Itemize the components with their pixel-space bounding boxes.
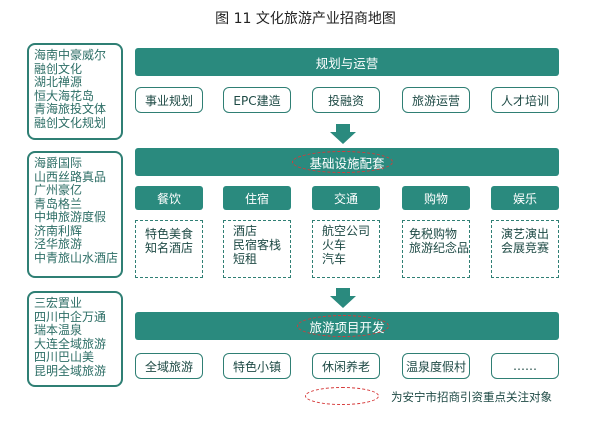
down-arrow-icon xyxy=(330,288,356,308)
highlight-oval xyxy=(292,151,393,173)
detail-item: 演艺演出 xyxy=(501,227,550,241)
item-box: 旅游运营 xyxy=(402,87,470,113)
planning-operation-header: 规划与运营 xyxy=(135,48,559,76)
company-name: 广州豪亿 xyxy=(34,183,83,197)
company-list-project-dev: 三宏置业 四川中企万通 瑞本温泉 大连全域旅游 四川巴山美 昆明全域旅游 xyxy=(27,291,123,387)
company-name: 青岛格兰 xyxy=(34,196,83,211)
company-name: 泾华旅游 xyxy=(34,237,83,251)
detail-item: 旅游纪念品 xyxy=(409,241,470,255)
company-name: 恒大海花岛 xyxy=(34,88,95,103)
detail-item: 会展竞赛 xyxy=(501,241,550,255)
company-name: 湖北禅源 xyxy=(34,75,83,89)
legend-oval xyxy=(305,387,379,405)
company-list-infrastructure: 海爵国际 山西丝路真品 广州豪亿 青岛格兰 中坤旅游度假 济南利辉 泾华旅游 中… xyxy=(27,151,123,278)
company-name: 瑞本温泉 xyxy=(34,323,83,337)
detail-item: 特色美食 xyxy=(145,227,194,241)
category-label: 交通 xyxy=(312,186,380,210)
company-name: 济南利辉 xyxy=(34,223,83,238)
category-details-box: 航空公司 火车 汽车 xyxy=(312,220,380,278)
company-list-planning: 海南中豪威尔 融创文化 湖北禅源 恒大海花岛 青海旅投文体 融创文化规划 xyxy=(27,43,123,140)
company-name: 中坤旅游度假 xyxy=(34,210,107,224)
company-name: 融创文化规划 xyxy=(34,115,107,130)
company-name: 海南中豪威尔 xyxy=(34,48,107,62)
item-box: 休闲养老 xyxy=(312,353,380,379)
category-label: 住宿 xyxy=(223,186,291,210)
category-details-box: 酒店 民宿客栈 短租 xyxy=(223,220,291,278)
company-name: 中青旅山水酒店 xyxy=(34,250,119,265)
detail-item: 民宿客栈 xyxy=(233,238,282,252)
item-box: EPC建造 xyxy=(223,87,291,113)
company-name: 青海旅投文体 xyxy=(34,102,107,116)
detail-item: 汽车 xyxy=(322,252,347,266)
highlight-oval xyxy=(297,315,389,337)
item-box: 特色小镇 xyxy=(223,353,291,379)
item-box: 事业规划 xyxy=(135,87,203,113)
detail-item: 短租 xyxy=(233,252,258,266)
item-box: …… xyxy=(491,353,559,379)
item-box: 全域旅游 xyxy=(135,353,203,379)
category-label: 娱乐 xyxy=(491,186,559,210)
category-details-box: 免税购物 旅游纪念品 xyxy=(402,220,470,278)
detail-item: 火车 xyxy=(322,238,347,252)
item-box: 人才培训 xyxy=(491,87,559,113)
category-details-box: 演艺演出 会展竞赛 xyxy=(491,220,559,278)
category-label: 购物 xyxy=(402,186,470,210)
item-box: 投融资 xyxy=(312,87,380,113)
company-name: 融创文化 xyxy=(34,61,83,76)
company-name: 四川巴山美 xyxy=(34,350,95,364)
company-name: 山西丝路真品 xyxy=(34,169,107,184)
company-name: 昆明全域旅游 xyxy=(34,363,107,378)
detail-item: 酒店 xyxy=(233,224,258,238)
category-label: 餐饮 xyxy=(135,186,203,210)
company-name: 三宏置业 xyxy=(34,296,83,310)
detail-item: 航空公司 xyxy=(322,224,371,238)
down-arrow-icon xyxy=(330,124,356,144)
company-name: 大连全域旅游 xyxy=(34,336,107,351)
category-details-box: 特色美食 知名酒店 xyxy=(135,220,203,278)
detail-item: 免税购物 xyxy=(409,227,458,241)
figure-title: 图 11 文化旅游产业招商地图 xyxy=(215,11,396,27)
legend-text: 为安宁市招商引资重点关注对象 xyxy=(391,390,552,404)
company-name: 四川中企万通 xyxy=(34,309,107,324)
item-box: 温泉度假村 xyxy=(402,353,470,379)
detail-item: 知名酒店 xyxy=(145,241,194,255)
company-name: 海爵国际 xyxy=(34,156,83,170)
